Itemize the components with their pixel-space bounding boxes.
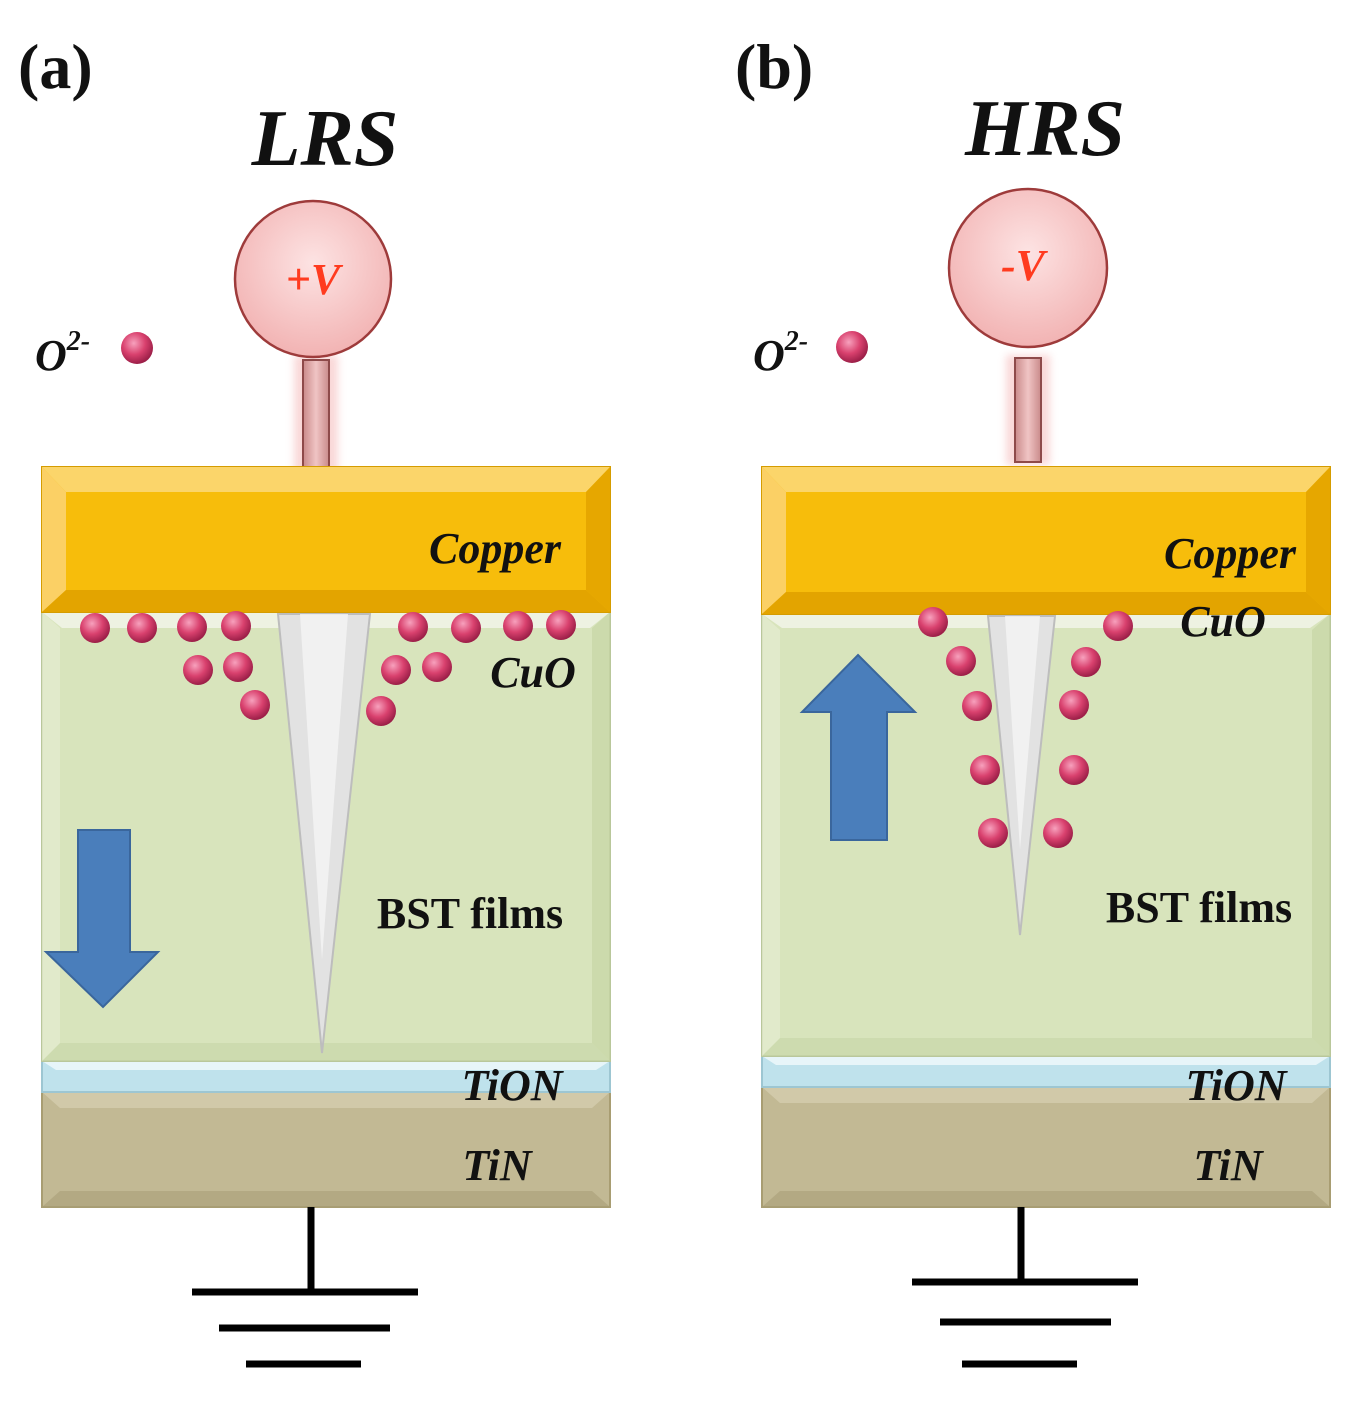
tin-label: TiN [462, 1141, 533, 1190]
cuo-label: CuO [490, 648, 576, 697]
ground-icon [192, 1207, 418, 1368]
oxygen-ion-legend: O2- [753, 326, 868, 380]
tion-label: TiON [461, 1061, 564, 1110]
source-circle [947, 187, 1109, 349]
ion-icon [836, 331, 868, 363]
ion-label-sup: 2- [784, 326, 808, 357]
bst-label: BST films [377, 889, 563, 938]
oxygen-ion [223, 652, 253, 682]
oxygen-ion [177, 612, 207, 642]
ion-label-sup: 2- [66, 326, 90, 357]
down-arrow-icon [43, 829, 161, 1009]
oxygen-ion [970, 755, 1000, 785]
ion-label: O [753, 331, 785, 380]
voltage-source: +V [233, 199, 393, 475]
oxygen-ion [918, 607, 948, 637]
source-stem [1014, 357, 1042, 463]
source-circle [233, 199, 393, 359]
svg-text:O2-: O2- [753, 326, 808, 380]
oxygen-ion [381, 655, 411, 685]
device-stack [41, 466, 611, 1208]
oxygen-ion [240, 690, 270, 720]
svg-text:O2-: O2- [35, 326, 90, 380]
voltage-label: +V [286, 255, 344, 304]
oxygen-ion [127, 613, 157, 643]
copper-label: Copper [429, 524, 562, 573]
oxygen-ion [221, 611, 251, 641]
oxygen-ion [1043, 818, 1073, 848]
oxygen-ion [183, 655, 213, 685]
state-label: LRS [251, 95, 399, 183]
up-arrow-icon [799, 653, 918, 841]
oxygen-ion [1103, 611, 1133, 641]
oxygen-ion [451, 613, 481, 643]
oxygen-ion [503, 611, 533, 641]
oxygen-ion [546, 610, 576, 640]
tion-label: TiON [1185, 1061, 1288, 1110]
oxygen-ion [1059, 755, 1089, 785]
tin-label: TiN [1193, 1141, 1264, 1190]
oxygen-ion [1059, 690, 1089, 720]
panel-label: (b) [735, 31, 813, 102]
voltage-source: -V [947, 187, 1109, 465]
panel-a: (a) LRS +V O2- [18, 31, 611, 1368]
panel-b: (b) HRS -V O2- [735, 31, 1331, 1368]
state-label: HRS [964, 85, 1125, 173]
oxygen-ion [398, 612, 428, 642]
oxygen-ion [1071, 647, 1101, 677]
oxygen-ion [422, 652, 452, 682]
cuo-label: CuO [1180, 597, 1266, 646]
oxygen-ions [80, 610, 576, 726]
oxygen-ion [962, 691, 992, 721]
voltage-label: -V [1001, 241, 1049, 290]
oxygen-ion-legend: O2- [35, 326, 153, 380]
bst-label: BST films [1106, 883, 1292, 932]
oxygen-ions [918, 607, 1133, 848]
ground-icon [912, 1207, 1138, 1368]
panel-label: (a) [18, 31, 93, 102]
ion-label: O [35, 331, 67, 380]
source-stem [302, 359, 330, 471]
oxygen-ion [978, 818, 1008, 848]
oxygen-ion [366, 696, 396, 726]
tin-layer [761, 1086, 1331, 1208]
ion-icon [121, 332, 153, 364]
oxygen-ion [946, 646, 976, 676]
oxygen-ion [80, 613, 110, 643]
copper-label: Copper [1164, 529, 1297, 578]
